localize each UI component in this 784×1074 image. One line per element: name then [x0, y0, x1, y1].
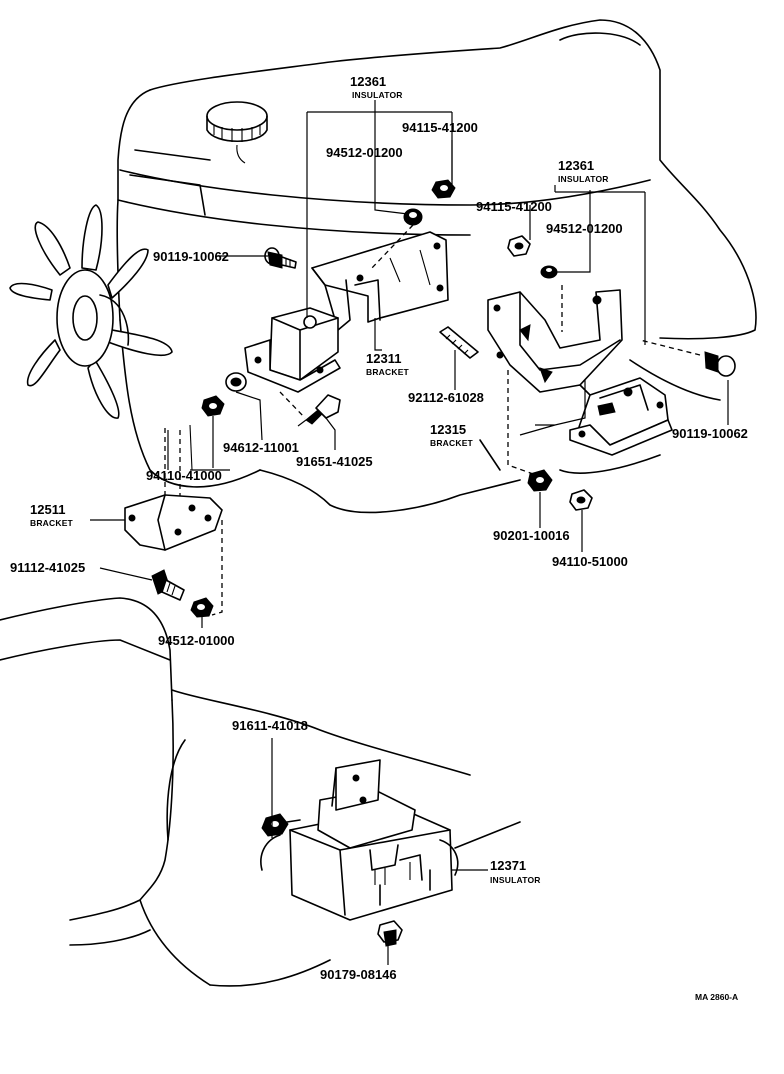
label-94512-left: 94512-01200: [326, 145, 403, 160]
rear-insulator-12371: [260, 759, 459, 921]
nut-94512-left: [403, 208, 423, 226]
dash-91651: [279, 391, 306, 419]
caption-bracket-12311: BRACKET: [366, 367, 410, 377]
engine-block: [116, 19, 757, 514]
label-90201: 90201-10016: [493, 528, 570, 543]
label-91112: 91112-41025: [10, 560, 85, 575]
bolt-91112: [151, 569, 185, 601]
bolt-90119-left: [264, 247, 297, 269]
label-94110-lower: 94110-51000: [552, 554, 628, 569]
label-91651: 91651-41025: [296, 454, 373, 469]
label-12361-left: 12361: [350, 74, 386, 89]
label-94512-right: 94512-01200: [546, 221, 623, 236]
label-12361-right: 12361: [558, 158, 594, 173]
reference-code: MA 2860-A: [695, 992, 738, 1002]
nut-94110-lower-right: [569, 489, 593, 511]
washer-94612: [225, 372, 247, 392]
label-92112: 92112-61028: [408, 390, 484, 405]
nut-94110-upper: [201, 395, 225, 417]
bolt-90179: [377, 920, 403, 947]
caption-bracket-12511: BRACKET: [30, 518, 74, 528]
dash-right-lower: [507, 370, 537, 476]
label-90119-right: 90119-10062: [672, 426, 748, 441]
right-insulator-12361: [569, 377, 673, 456]
part-labels: 12361 INSULATOR 94115-41200 94512-01200 …: [10, 74, 748, 1002]
label-12511: 12511: [30, 502, 65, 517]
label-90179: 90179-08146: [320, 967, 397, 982]
dash-12511-right: [211, 520, 223, 616]
caption-insulator-12371: INSULATOR: [490, 875, 541, 885]
label-94115-right: 94115-41200: [476, 199, 552, 214]
label-94512-lower: 94512-01000: [158, 633, 235, 648]
nut-94512-lower: [190, 597, 214, 618]
bolt-91651: [297, 394, 341, 427]
caption-insulator-right: INSULATOR: [558, 174, 609, 184]
dash-12511-edge: [189, 424, 193, 471]
dash-left-mount-stud: [369, 224, 414, 271]
caption-insulator-left: INSULATOR: [352, 90, 403, 100]
left-bracket-12311: [311, 231, 449, 331]
right-bracket-12315: [487, 289, 623, 396]
left-insulator-12361: [244, 307, 341, 393]
transmission-block: [0, 597, 471, 987]
nut-94115-left: [431, 179, 456, 199]
cooling-fan: [9, 204, 173, 419]
label-12315: 12315: [430, 422, 466, 437]
nut-94115-right: [507, 235, 531, 257]
shaft-line: [454, 821, 521, 849]
label-94115-left: 94115-41200: [402, 120, 478, 135]
label-90119-left: 90119-10062: [153, 249, 229, 264]
dash-right-bolt: [639, 339, 701, 356]
nut-94512-right: [540, 265, 558, 279]
label-12311: 12311: [366, 351, 401, 366]
nut-90201: [527, 469, 553, 492]
stud-92112: [439, 326, 479, 359]
label-91611: 91611-41018: [232, 718, 308, 733]
bolt-91611: [261, 813, 301, 837]
bracket-12511: [124, 494, 223, 551]
label-94110-upper: 94110-41000: [146, 468, 222, 483]
label-94612: 94612-11001: [223, 440, 299, 455]
bolt-90119-right: [704, 351, 736, 377]
oil-filler-cap: [206, 101, 268, 164]
leader-lines: [90, 100, 729, 965]
caption-bracket-12315: BRACKET: [430, 438, 474, 448]
label-12371: 12371: [490, 858, 526, 873]
